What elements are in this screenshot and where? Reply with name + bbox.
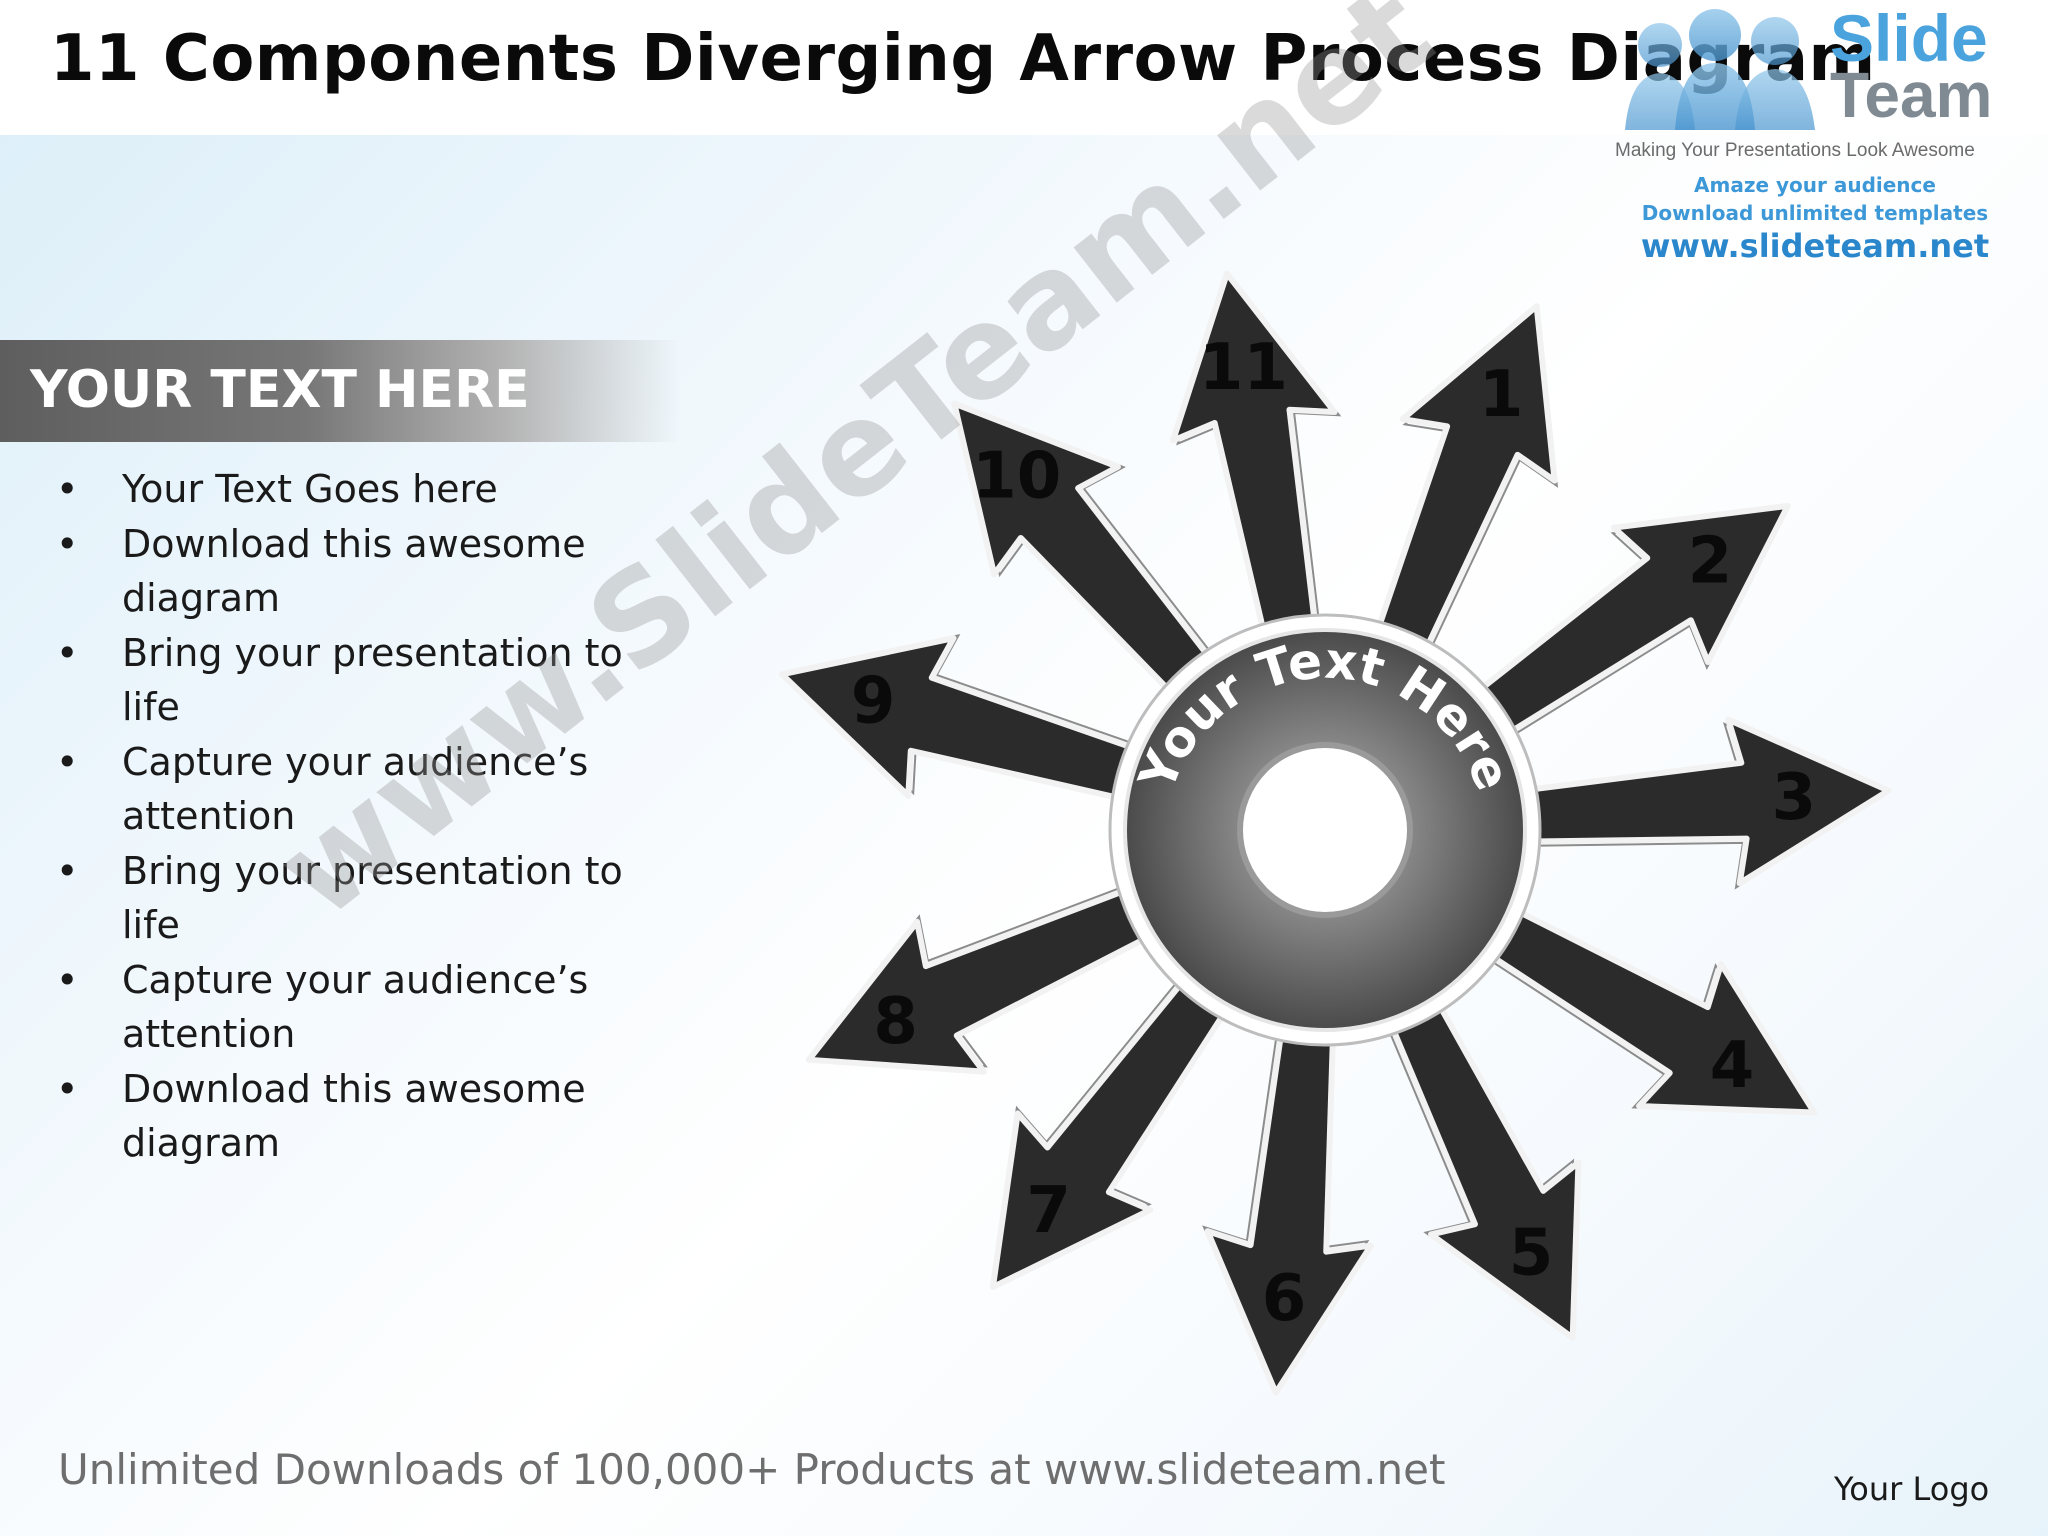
bullet-list: •Your Text Goes here •Download this awes… xyxy=(50,462,650,1171)
bullet-item: •Bring your presentation to life xyxy=(56,630,623,730)
logo-word-slide: Slide xyxy=(1830,1,1988,75)
your-logo-text: Your Logo xyxy=(1834,1470,1990,1508)
logo-download-text: Download unlimited templates xyxy=(1641,201,1989,225)
people-logo-icon xyxy=(1625,9,1815,130)
arrow-label-6: 6 xyxy=(1262,1262,1307,1336)
arrow-label-2: 2 xyxy=(1688,524,1733,598)
arrow-label-7: 7 xyxy=(1026,1174,1071,1248)
logo-url: www.slideteam.net xyxy=(1640,227,1990,265)
bullet-item: •Bring your presentation to life xyxy=(56,848,623,948)
arrow-label-8: 8 xyxy=(873,985,918,1059)
logo-word-team: Team xyxy=(1830,59,1993,131)
logo-tagline: Making Your Presentations Look Awesome xyxy=(1615,140,1975,161)
arrow-label-10: 10 xyxy=(972,439,1061,513)
footer-text: Unlimited Downloads of 100,000+ Products… xyxy=(58,1445,1446,1494)
sidebar-heading-bar: YOUR TEXT HERE xyxy=(0,340,680,442)
arrow-label-group: 1 2 3 4 5 6 7 8 9 10 11 xyxy=(851,331,1816,1336)
arrow-label-1: 1 xyxy=(1479,358,1524,432)
arrow-label-4: 4 xyxy=(1710,1029,1755,1103)
bullet-item: •Download this awesome diagram xyxy=(56,1066,586,1166)
page-title: 11 Components Diverging Arrow Process Di… xyxy=(50,22,1876,96)
slideteam-logo: Slide Team Making Your Presentations Loo… xyxy=(1605,5,2025,265)
bullet-item: •Capture your audience’s attention xyxy=(56,739,589,839)
arrow-label-11: 11 xyxy=(1199,331,1288,405)
arrow-label-5: 5 xyxy=(1509,1216,1554,1290)
bullet-item: •Download this awesome diagram xyxy=(56,521,586,621)
bullet-item: •Your Text Goes here xyxy=(56,467,498,511)
bullet-item: •Capture your audience’s attention xyxy=(56,957,589,1057)
arrow-label-9: 9 xyxy=(851,665,896,739)
center-hole xyxy=(1237,742,1413,918)
sidebar-heading: YOUR TEXT HERE xyxy=(30,360,530,420)
logo-amaze-text: Amaze your audience xyxy=(1694,173,1936,197)
arrow-label-3: 3 xyxy=(1772,761,1817,835)
